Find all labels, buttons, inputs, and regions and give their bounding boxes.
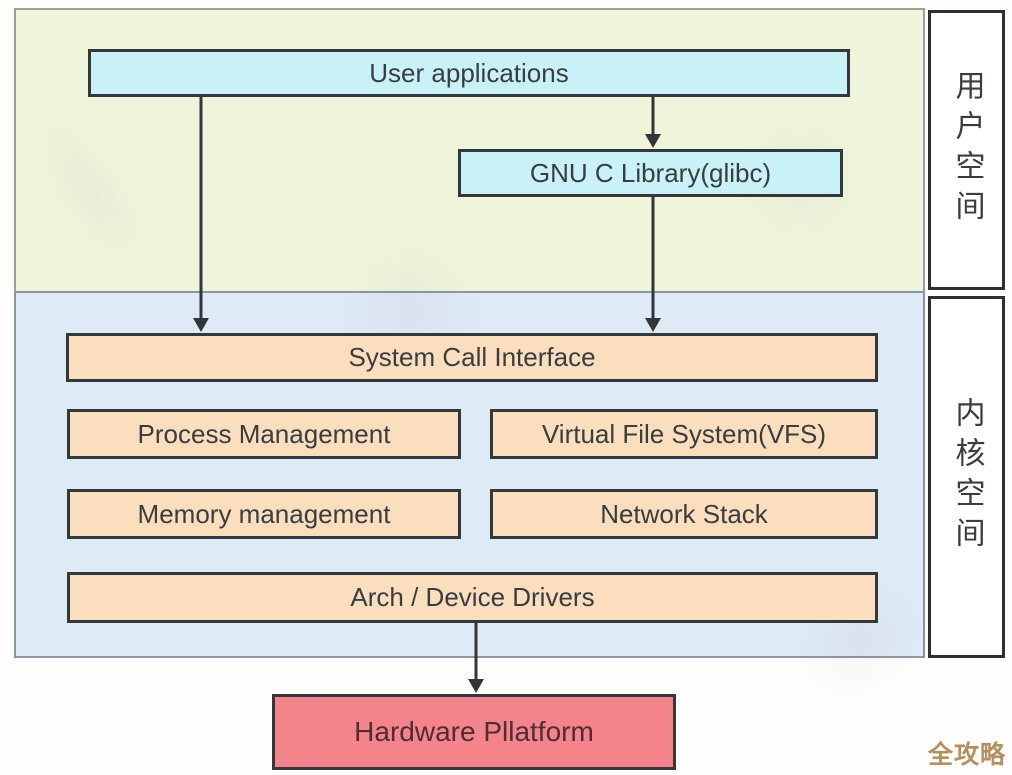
arrow-head-icon [468, 679, 484, 693]
arrow-glibc-to-syscall [645, 197, 661, 332]
arrow-shaft [199, 97, 203, 319]
arrow-head-icon [645, 134, 661, 148]
arrow-head-icon [645, 318, 661, 332]
box-label: Virtual File System(VFS) [541, 418, 827, 449]
kernel-space-side-label: 内核空间 [928, 296, 1005, 658]
box-label: Memory management [137, 498, 391, 529]
box-arch-device-drivers: Arch / Device Drivers [67, 572, 878, 623]
box-virtual-file-system: Virtual File System(VFS) [490, 409, 878, 459]
arrow-head-icon [193, 318, 209, 332]
box-network-stack: Network Stack [490, 489, 878, 539]
box-label: Arch / Device Drivers [350, 582, 595, 612]
box-label: System Call Interface [348, 342, 596, 372]
arrow-drivers-to-hardware [468, 623, 484, 693]
arrow-shaft [474, 623, 478, 680]
box-memory-management: Memory management [67, 489, 461, 539]
box-process-management: Process Management [67, 409, 461, 459]
user-space-side-label: 用户空间 [928, 10, 1005, 290]
arrow-shaft [651, 97, 655, 135]
box-user-applications: User applications [88, 49, 850, 97]
box-system-call-interface: System Call Interface [66, 333, 878, 382]
site-watermark: 全攻略 [927, 741, 1006, 769]
side-label-text: 内核空间 [950, 397, 984, 557]
arrow-userapps-to-syscall [193, 97, 209, 332]
box-label: Hardware Pllatform [354, 716, 594, 747]
box-label: Network Stack [600, 498, 768, 529]
arrow-shaft [651, 197, 655, 319]
arrow-userapps-to-glibc [645, 97, 661, 148]
box-label: Process Management [137, 418, 391, 449]
box-hardware-platform: Hardware Pllatform [272, 694, 676, 770]
box-gnu-c-library: GNU C Library(glibc) [458, 149, 843, 197]
side-label-text: 用户空间 [950, 70, 984, 230]
box-label: User applications [369, 57, 569, 88]
box-label: GNU C Library(glibc) [529, 157, 772, 188]
